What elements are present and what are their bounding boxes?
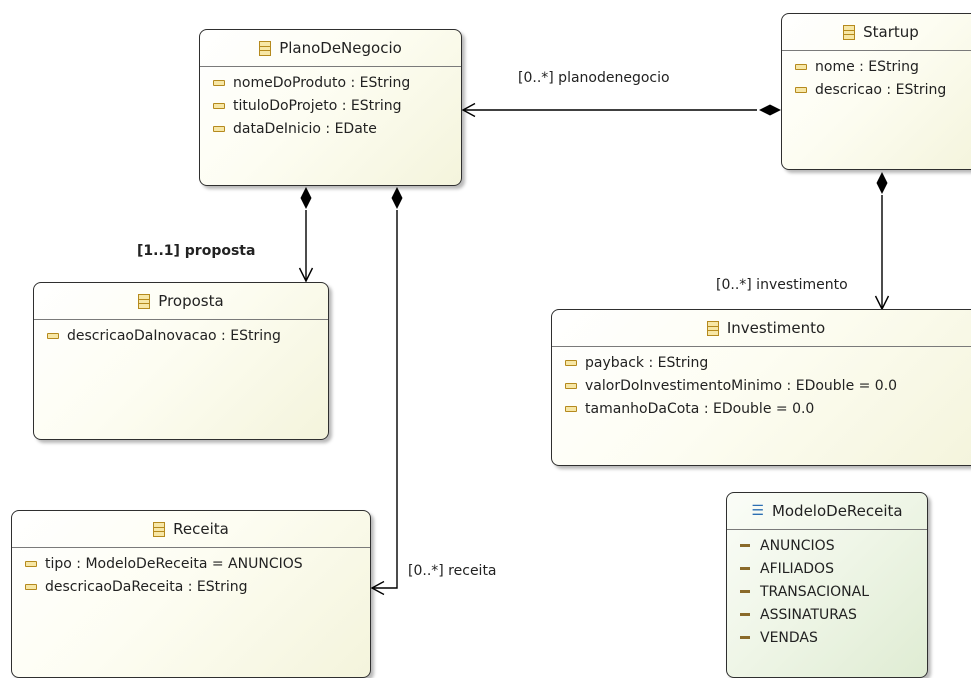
attribute-row[interactable]: payback : EString (552, 351, 971, 374)
label-receita: [0..*] receita (408, 563, 497, 579)
enum-name: ModeloDeReceita (771, 502, 903, 520)
attribute-label: descricaoDaInovacao : EString (67, 327, 281, 344)
eclass-icon (843, 24, 856, 40)
literal-row[interactable]: ASSINATURAS (727, 603, 927, 626)
attribute-row[interactable]: dataDeInicio : EDate (200, 117, 461, 140)
literal-label: AFILIADOS (760, 560, 834, 577)
label-investimento: [0..*] investimento (716, 277, 848, 293)
attribute-row[interactable]: tamanhoDaCota : EDouble = 0.0 (552, 397, 971, 420)
attribute-list: nomeDoProduto : EString tituloDoProjeto … (200, 67, 461, 140)
class-header: Receita (12, 511, 370, 548)
eattribute-icon (47, 332, 59, 339)
eattribute-icon (213, 102, 225, 109)
attribute-row[interactable]: descricaoDaReceita : EString (12, 575, 370, 598)
class-name: PlanoDeNegocio (279, 39, 402, 57)
attribute-label: descricao : EString (815, 81, 947, 98)
attribute-label: dataDeInicio : EDate (233, 120, 377, 137)
eclass-icon (706, 320, 719, 336)
attribute-label: payback : EString (585, 354, 709, 371)
composition-diamond-receita (391, 187, 403, 209)
eclass-icon (259, 40, 272, 56)
eenum-literal-icon (740, 544, 750, 547)
literal-label: TRANSACIONAL (760, 583, 870, 600)
class-header: PlanoDeNegocio (200, 30, 461, 67)
attribute-row[interactable]: valorDoInvestimentoMinimo : EDouble = 0.… (552, 374, 971, 397)
eattribute-icon (25, 560, 37, 567)
class-name: Startup (863, 23, 919, 41)
eenum-icon: ☰ (751, 503, 764, 519)
class-proposta[interactable]: Proposta descricaoDaInovacao : EString (33, 282, 329, 440)
attribute-label: nomeDoProduto : EString (233, 74, 411, 91)
arrowhead-planodenegocio (461, 102, 476, 118)
attribute-row[interactable]: nomeDoProduto : EString (200, 71, 461, 94)
composition-diamond-startup (759, 104, 781, 116)
class-receita[interactable]: Receita tipo : ModeloDeReceita = ANUNCIO… (11, 510, 371, 678)
class-name: Investimento (726, 319, 826, 337)
eenum-literal-icon (740, 636, 750, 639)
composition-diamond-investimento (876, 172, 888, 194)
class-name: Receita (173, 520, 229, 538)
eattribute-icon (213, 125, 225, 132)
class-header: Startup (782, 14, 971, 51)
attribute-row[interactable]: nome : EString (782, 55, 971, 78)
literal-label: ANUNCIOS (760, 537, 835, 554)
attribute-label: nome : EString (815, 58, 919, 75)
class-investimento[interactable]: Investimento payback : EString valorDoIn… (551, 309, 971, 466)
eclass-icon (138, 293, 151, 309)
literal-row[interactable]: TRANSACIONAL (727, 580, 927, 603)
eenum-literal-icon (740, 590, 750, 593)
literal-row[interactable]: AFILIADOS (727, 557, 927, 580)
literal-list: ANUNCIOS AFILIADOS TRANSACIONAL ASSINATU… (727, 530, 927, 649)
eclass-icon (153, 521, 166, 537)
class-planodenegocio[interactable]: PlanoDeNegocio nomeDoProduto : EString t… (199, 29, 462, 186)
attribute-label: tipo : ModeloDeReceita = ANUNCIOS (45, 555, 303, 572)
eattribute-icon (25, 583, 37, 590)
label-planodenegocio: [0..*] planodenegocio (518, 70, 670, 86)
class-name: Proposta (158, 292, 224, 310)
eattribute-icon (565, 382, 577, 389)
enum-header: ☰ ModeloDeReceita (727, 493, 927, 530)
eattribute-icon (565, 359, 577, 366)
eattribute-icon (795, 63, 807, 70)
edge-receita (372, 210, 398, 589)
class-header: Proposta (34, 283, 328, 320)
attribute-label: valorDoInvestimentoMinimo : EDouble = 0.… (585, 377, 898, 394)
eenum-literal-icon (740, 567, 750, 570)
arrowhead-receita (370, 580, 385, 596)
attribute-row[interactable]: descricao : EString (782, 78, 971, 101)
eattribute-icon (213, 79, 225, 86)
attribute-list: nome : EString descricao : EString (782, 51, 971, 101)
attribute-row[interactable]: tituloDoProjeto : EString (200, 94, 461, 117)
label-proposta: [1..1] proposta (137, 243, 256, 259)
attribute-row[interactable]: descricaoDaInovacao : EString (34, 324, 328, 347)
attribute-list: payback : EString valorDoInvestimentoMin… (552, 347, 971, 420)
attribute-label: tamanhoDaCota : EDouble = 0.0 (585, 400, 815, 417)
eattribute-icon (565, 405, 577, 412)
class-startup[interactable]: Startup nome : EString descricao : EStri… (781, 13, 971, 170)
literal-label: VENDAS (760, 629, 818, 646)
enum-modelodereceita[interactable]: ☰ ModeloDeReceita ANUNCIOS AFILIADOS TRA… (726, 492, 928, 678)
literal-row[interactable]: ANUNCIOS (727, 534, 927, 557)
literal-row[interactable]: VENDAS (727, 626, 927, 649)
attribute-list: tipo : ModeloDeReceita = ANUNCIOS descri… (12, 548, 370, 598)
eattribute-icon (795, 86, 807, 93)
arrowhead-proposta (298, 267, 314, 283)
attribute-list: descricaoDaInovacao : EString (34, 320, 328, 347)
attribute-label: descricaoDaReceita : EString (45, 578, 248, 595)
eenum-literal-icon (740, 613, 750, 616)
composition-diamond-proposta (300, 187, 312, 209)
attribute-row[interactable]: tipo : ModeloDeReceita = ANUNCIOS (12, 552, 370, 575)
class-header: Investimento (552, 310, 971, 347)
attribute-label: tituloDoProjeto : EString (233, 97, 402, 114)
literal-label: ASSINATURAS (760, 606, 857, 623)
